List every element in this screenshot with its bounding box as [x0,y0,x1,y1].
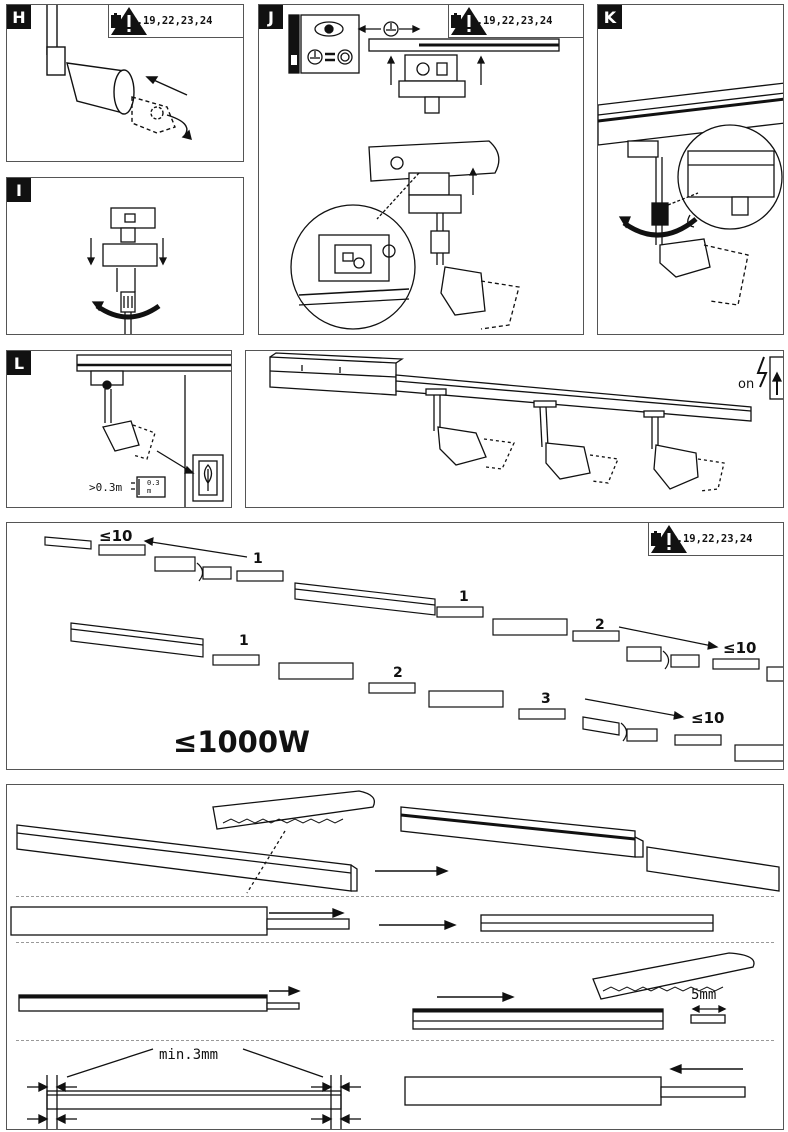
max-power-label: ≤1000W [173,725,310,759]
lightning-icon [756,356,768,388]
warning-badge: Nr.19,22,23,24 [108,5,243,38]
ground-connection-drawing [288,14,560,330]
wall-distance-label: >0.3m [89,481,123,494]
panel-j: J Nr.19,22,23,24 [258,4,584,335]
warning-reference: Nr.19,22,23,24 [664,533,753,545]
panel-h: H Nr.19,22,23,24 [6,4,244,162]
battery-icon [111,12,121,28]
connector-number: 3 [541,691,551,707]
ground-symbol-icon [307,49,323,65]
warning-triangle-icon [451,7,487,35]
plant-icon [203,464,213,491]
warning-triangle-icon [111,7,147,35]
panel-letter: J [259,5,283,29]
connector-number: 2 [393,665,403,681]
max-label-top: ≤10 [99,527,133,545]
track-connection-drawing [44,536,783,762]
warning-reference: Nr.19,22,23,24 [124,15,213,27]
max-label-right-2: ≤10 [691,709,725,727]
panel-switch-on: on [245,350,784,508]
connector-number: 2 [595,617,605,633]
section-divider [16,1040,774,1041]
warning-reference: Nr.19,22,23,24 [464,15,553,27]
switch-on-label: on [738,377,755,392]
panel-k: K [597,4,784,335]
connector-number: 1 [253,551,263,567]
warning-triangle-icon [651,525,687,553]
connector-number: 1 [459,589,469,605]
adapter-assembly-drawing [86,207,168,334]
panel-letter: I [7,178,31,202]
battery-icon [451,12,461,28]
track-cutting-drawing [10,790,780,1129]
eye-icon [314,21,344,37]
panel-letter: K [598,5,622,29]
panel-cutting: 5mm min.3mm [6,784,784,1130]
warning-badge: Nr.19,22,23,24 [448,5,583,38]
wall-distance-drawing [76,354,231,507]
adapter-lock-drawing [598,82,783,306]
panel-connection: Nr.19,22,23,24 [6,522,784,770]
panel-i: I [6,177,244,335]
connector-number: 1 [239,633,249,649]
distance-icon-label: 0.3 m [147,479,160,495]
spotlight-rotation-drawing [46,5,192,140]
section-divider [16,896,774,897]
track-with-spotlights-drawing [269,352,783,492]
max-label-right-1: ≤10 [723,639,757,657]
cut-length-label: 5mm [691,987,717,1003]
min-length-label: min.3mm [159,1047,219,1063]
panel-letter: H [7,5,31,29]
warning-badge: Nr.19,22,23,24 [648,523,783,556]
section-divider [16,942,774,943]
panel-letter: L [7,351,31,375]
panel-l: L >0.3m 0.3 m [6,350,232,508]
battery-icon [651,530,661,546]
